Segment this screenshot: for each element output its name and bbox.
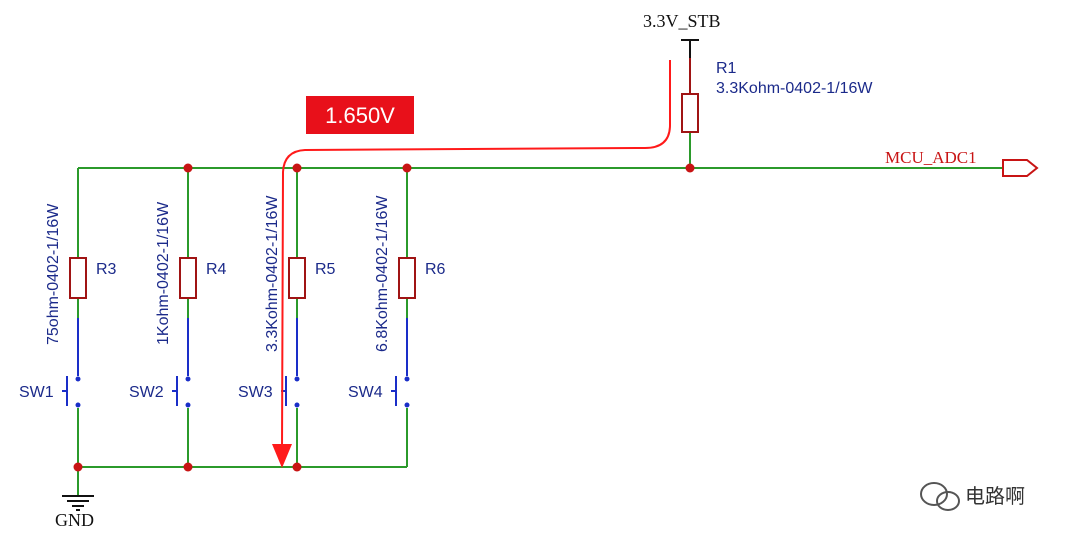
resistor-r4 [179, 257, 197, 299]
r6-ref-label: R6 [425, 261, 446, 278]
r5-value-label: 3.3Kohm-0402-1/16W [264, 195, 281, 352]
junction-node [402, 163, 412, 173]
net-label: MCU_ADC1 [885, 148, 977, 167]
r1-value-label: 3.3Kohm-0402-1/16W [716, 80, 873, 97]
branch-resistors: R3 R4 R5 R6 75ohm-0402-1/16W 1Kohm-0402-… [45, 195, 446, 352]
junction-node [183, 462, 193, 472]
r3-ref-label: R3 [96, 261, 117, 278]
r3-value-label: 75ohm-0402-1/16W [45, 203, 62, 345]
ground-label: GND [55, 510, 94, 530]
junction-node [73, 462, 83, 472]
net-port-symbol [1002, 159, 1039, 177]
current-path-arrow [281, 60, 671, 451]
voltage-badge [306, 96, 414, 134]
wechat-icon [920, 482, 960, 511]
switch-sw4 [391, 318, 410, 408]
switch-sw1 [62, 318, 81, 408]
pullup-resistor-r1: R1 3.3Kohm-0402-1/16W [681, 39, 873, 133]
arrow-head-icon [272, 444, 292, 468]
r4-value-label: 1Kohm-0402-1/16W [155, 201, 172, 345]
sw1-label: SW1 [19, 384, 54, 401]
junction-node [292, 163, 302, 173]
r1-ref-label: R1 [716, 60, 737, 77]
resistor-r6 [398, 257, 416, 299]
sw4-label: SW4 [348, 384, 383, 401]
junction-node [685, 163, 695, 173]
wires [77, 132, 1003, 496]
switch-sw3 [281, 318, 300, 408]
resistor-r5 [288, 257, 306, 299]
junction-nodes [73, 163, 695, 472]
sw3-label: SW3 [238, 384, 273, 401]
voltage-label: 1.650V [325, 103, 395, 128]
r4-ref-label: R4 [206, 261, 227, 278]
current-path-annotation [272, 60, 671, 468]
r6-value-label: 6.8Kohm-0402-1/16W [374, 195, 391, 352]
power-label: 3.3V_STB [643, 11, 721, 31]
r1-body [681, 93, 699, 133]
resistor-r3 [69, 257, 87, 299]
ground-symbol [62, 495, 94, 511]
watermark-text: 电路啊 [965, 484, 1025, 508]
watermark: 电路啊 [920, 482, 1025, 511]
junction-node [292, 462, 302, 472]
switches: SW1 SW2 SW3 SW4 [19, 318, 410, 408]
switch-sw2 [172, 318, 191, 408]
r5-ref-label: R5 [315, 261, 336, 278]
junction-node [183, 163, 193, 173]
sw2-label: SW2 [129, 384, 164, 401]
